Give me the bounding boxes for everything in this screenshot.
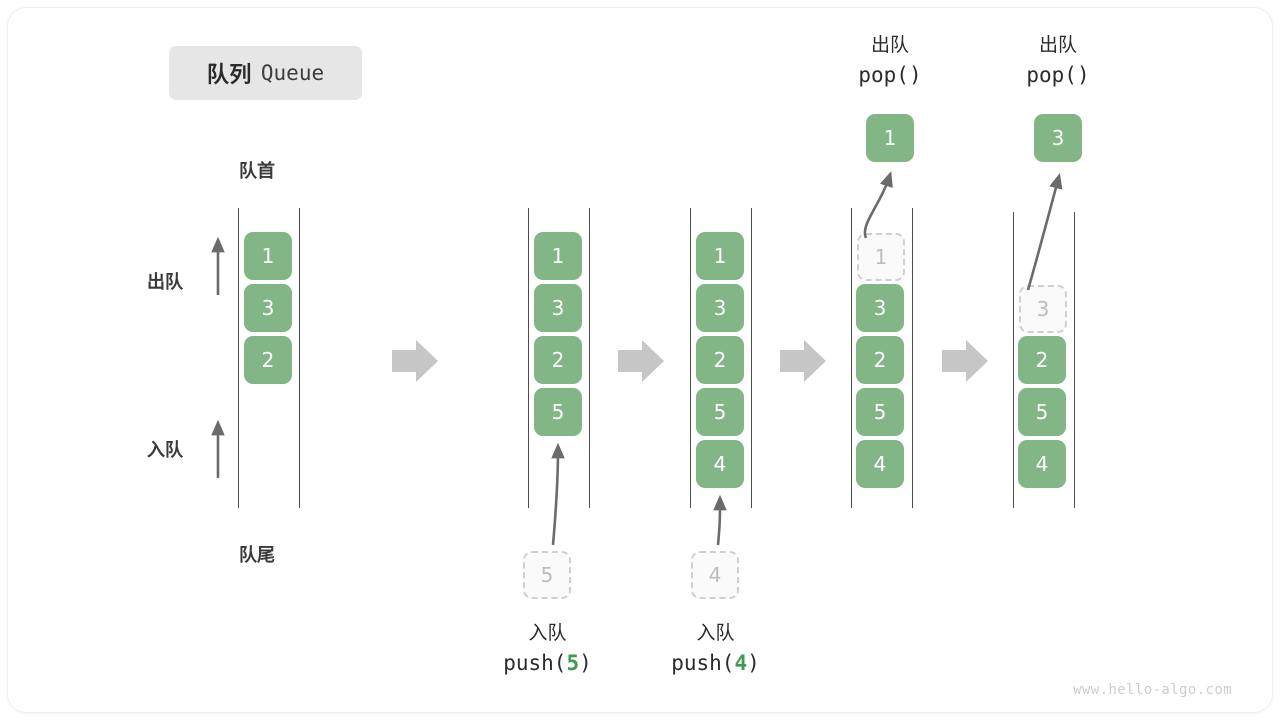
- watermark: www.hello-algo.com: [1073, 682, 1232, 698]
- queue-element: 2: [1018, 336, 1066, 384]
- diagram-title-chip: 队列 Queue: [169, 46, 362, 100]
- queue-rail-right-2: [589, 208, 590, 508]
- queue-rail-left-2: [528, 208, 529, 508]
- rear-label: 队尾: [239, 545, 275, 566]
- title-en: Queue: [260, 61, 325, 85]
- queue-rail-left-3: [690, 208, 691, 508]
- enqueue-label-col1: 入队: [147, 440, 183, 461]
- queue-rail-right-3: [751, 208, 752, 508]
- pop-1-caption-cn: 出队: [870, 34, 909, 56]
- queue-element: 4: [1018, 440, 1066, 488]
- queue-element: 3: [534, 284, 582, 332]
- front-label: 队首: [239, 161, 275, 182]
- diagram-card: [8, 8, 1272, 712]
- outgoing-ghost-element: 1: [857, 233, 905, 281]
- popped-element: 3: [1034, 114, 1082, 162]
- queue-rail-right-4: [912, 208, 913, 508]
- queue-rail-left-4: [851, 208, 852, 508]
- pop-1-caption: 出队 pop(): [810, 32, 970, 90]
- queue-element: 5: [1018, 388, 1066, 436]
- queue-element: 2: [244, 336, 292, 384]
- pop-3-caption-code: pop(): [1026, 62, 1090, 87]
- push-4-caption: 入队 push(4): [623, 620, 808, 678]
- push-5-caption: 入队 push(5): [455, 620, 640, 678]
- push-5-caption-cn: 入队: [528, 622, 567, 644]
- push-4-caption-code: push(4): [671, 650, 760, 675]
- queue-element: 3: [244, 284, 292, 332]
- queue-element: 3: [696, 284, 744, 332]
- pop-3-caption: 出队 pop(): [978, 32, 1138, 90]
- queue-element: 5: [696, 388, 744, 436]
- queue-rail-left-1: [238, 208, 239, 508]
- queue-element: 2: [696, 336, 744, 384]
- queue-element: 5: [856, 388, 904, 436]
- queue-rail-right-5: [1074, 212, 1075, 508]
- queue-element: 1: [696, 232, 744, 280]
- pop-1-caption-code: pop(): [858, 62, 922, 87]
- queue-element: 2: [856, 336, 904, 384]
- queue-element: 2: [534, 336, 582, 384]
- queue-element: 4: [696, 440, 744, 488]
- incoming-ghost-element: 4: [691, 551, 739, 599]
- pop-3-caption-cn: 出队: [1038, 34, 1077, 56]
- push-5-caption-code: push(5): [503, 650, 592, 675]
- incoming-ghost-element: 5: [523, 551, 571, 599]
- queue-element: 5: [534, 388, 582, 436]
- queue-rail-right-1: [299, 208, 300, 508]
- outgoing-ghost-element: 3: [1019, 285, 1067, 333]
- dequeue-label-col1: 出队: [147, 272, 183, 293]
- queue-element: 1: [534, 232, 582, 280]
- queue-element: 4: [856, 440, 904, 488]
- queue-rail-left-5: [1013, 212, 1014, 508]
- popped-element: 1: [866, 114, 914, 162]
- title-cn: 队列: [206, 63, 252, 88]
- queue-element: 1: [244, 232, 292, 280]
- queue-element: 3: [856, 284, 904, 332]
- push-4-caption-cn: 入队: [696, 622, 735, 644]
